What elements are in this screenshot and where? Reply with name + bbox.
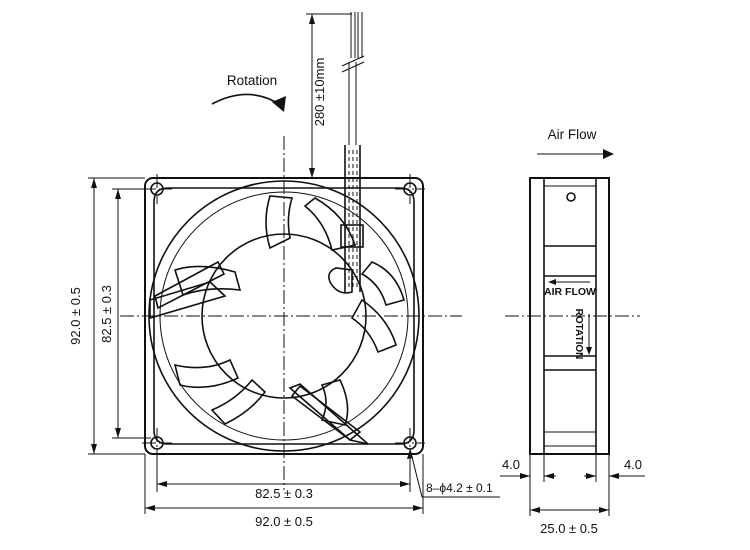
- depth-label: 25.0 ± 0.5: [540, 521, 598, 536]
- air-flow-label: Air Flow: [548, 127, 597, 142]
- label-rotation: ROTATION: [573, 309, 584, 360]
- frame-spokes: [154, 260, 362, 442]
- rotation-arrow: [211, 93, 283, 107]
- hole-pitch-horizontal-label: 82.5 ± 0.3: [255, 486, 313, 501]
- cable-length-label: 280 ±10mm: [312, 58, 327, 127]
- flange-right-label: 4.0: [624, 457, 642, 472]
- front-view: Rotation: [120, 12, 462, 490]
- side-dimensions: 4.0 4.0 25.0 ± 0.5: [500, 454, 645, 536]
- flange-left-label: 4.0: [502, 457, 520, 472]
- outer-height-label: 92.0 ± 0.5: [68, 287, 83, 345]
- fan-blades: [149, 195, 405, 445]
- hole-pitch-vertical-label: 82.5 ± 0.3: [99, 285, 114, 343]
- lead-wire: [340, 12, 365, 292]
- rotation-label: Rotation: [227, 73, 277, 88]
- side-view: Air Flow AIR FLOW ROTATION: [505, 127, 640, 455]
- label-air-flow: AIR FLOW: [544, 286, 596, 298]
- hole-spec-label: 8–ϕ4.2 ± 0.1: [426, 481, 493, 495]
- outer-width-label: 92.0 ± 0.5: [255, 514, 313, 529]
- front-dimensions: 280 ±10mm 92.0 ± 0.5 82.5 ± 0.3 82.5 ± 0…: [68, 13, 500, 529]
